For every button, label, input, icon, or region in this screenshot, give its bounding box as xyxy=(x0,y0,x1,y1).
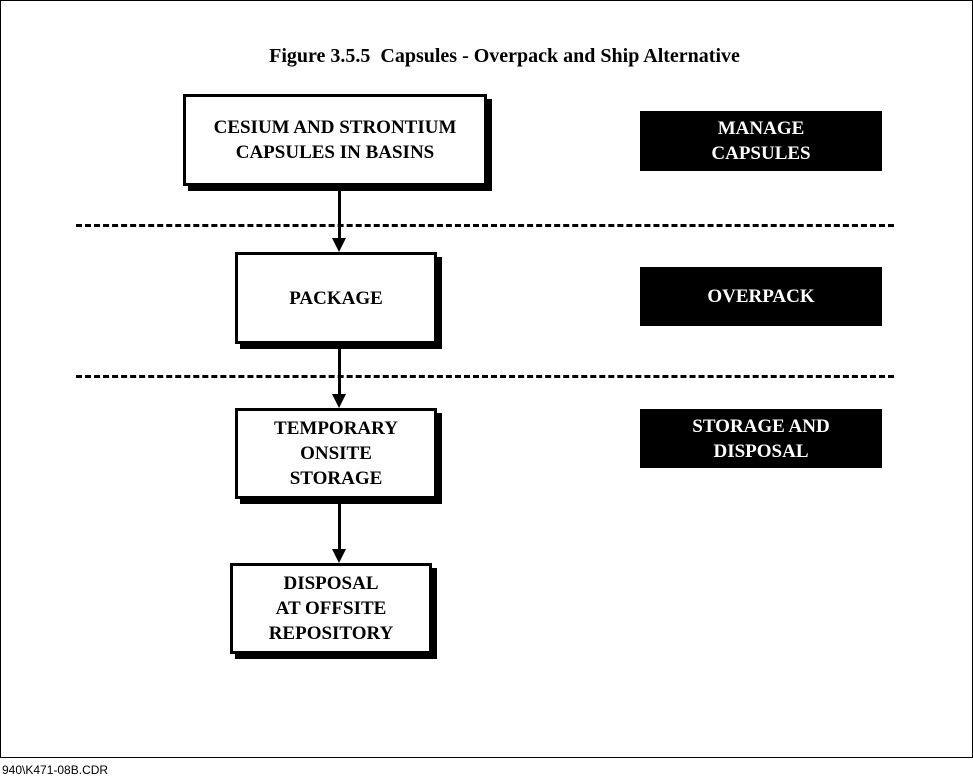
capsules-in-basins-box: CESIUM AND STRONTIUM CAPSULES IN BASINS xyxy=(183,94,487,186)
temporary-onsite-storage-box: TEMPORARY ONSITE STORAGE xyxy=(235,408,437,499)
phase-label-overpack: OVERPACK xyxy=(640,267,882,326)
connector-line-2 xyxy=(338,347,341,395)
package-box: PACKAGE xyxy=(235,252,437,344)
figure-frame: Figure 3.5.5 Capsules - Overpack and Shi… xyxy=(0,0,973,758)
arrowhead-1 xyxy=(332,238,346,252)
arrowhead-2 xyxy=(332,394,346,408)
phase-label-manage-capsules: MANAGE CAPSULES xyxy=(640,111,882,171)
disposal-offsite-repository-box: DISPOSAL AT OFFSITE REPOSITORY xyxy=(230,563,432,654)
phase-divider-2 xyxy=(76,375,894,378)
figure-title: Figure 3.5.5 Capsules - Overpack and Shi… xyxy=(269,45,740,67)
connector-line-1 xyxy=(338,189,341,239)
file-reference: 940\K471-08B.CDR xyxy=(2,763,109,777)
phase-divider-1 xyxy=(76,224,894,227)
connector-line-3 xyxy=(338,502,341,550)
phase-label-storage-and-disposal: STORAGE AND DISPOSAL xyxy=(640,409,882,468)
arrowhead-3 xyxy=(332,549,346,563)
